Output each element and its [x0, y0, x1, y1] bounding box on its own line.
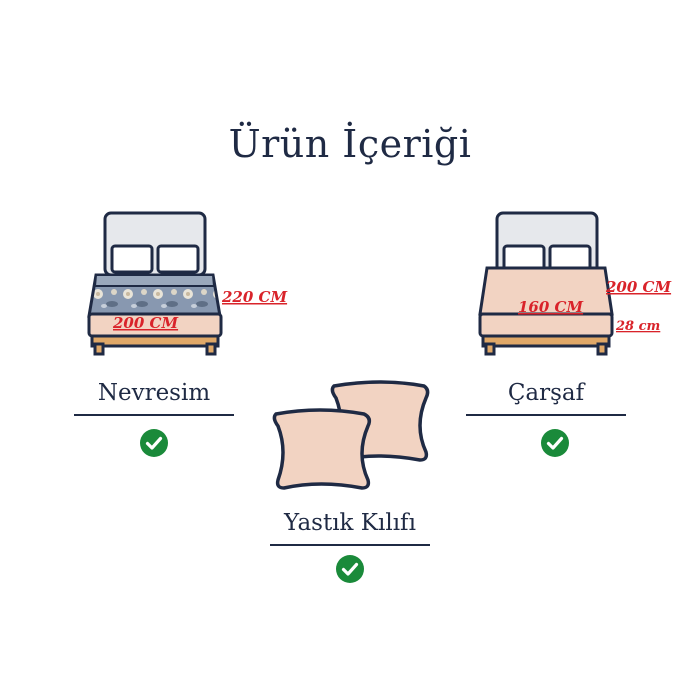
- divider: [270, 544, 430, 546]
- sheet-length-label: 200 CM: [605, 278, 671, 296]
- duvet-width-label: 200 CM: [112, 314, 178, 332]
- item-label-duvet: Nevresim: [97, 380, 211, 406]
- item-label-sheet: Çarşaf: [507, 380, 585, 406]
- page-title: Ürün İçeriği: [228, 122, 472, 166]
- check-icon: [140, 429, 168, 457]
- duvet-length-label: 220 CM: [221, 288, 287, 306]
- sheet-width-label: 160 CM: [518, 298, 583, 316]
- bed-with-sheet-icon: [478, 211, 614, 356]
- divider: [74, 414, 234, 416]
- pillow-icon: [272, 380, 430, 490]
- sheet-depth-label: 28 cm: [615, 319, 660, 334]
- bed-with-duvet-icon: [87, 211, 223, 356]
- check-icon: [541, 429, 569, 457]
- check-icon: [336, 555, 364, 583]
- item-label-pillowcase: Yastık Kılıfı: [284, 510, 416, 536]
- divider: [466, 414, 626, 416]
